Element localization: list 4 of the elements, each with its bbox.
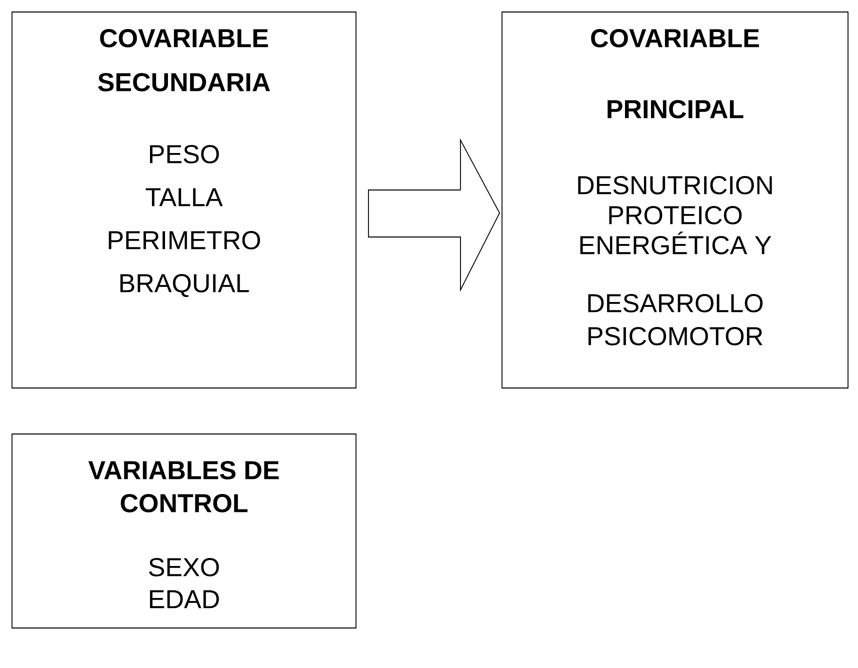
block-arrow	[368, 138, 500, 292]
text-box: COVARIABLE SECUNDARIA PESO TALLA PERIMETRO BRAQUIAL	[12, 12, 356, 388]
text-box: VARIABLES DE CONTROL SEXO EDAD	[12, 434, 356, 628]
text-box: COVARIABLE PRINCIPAL DESNUTRICION PROTEICO ENERGÉTICA Y DESARROLLO PSICOMOTOR	[502, 12, 848, 388]
